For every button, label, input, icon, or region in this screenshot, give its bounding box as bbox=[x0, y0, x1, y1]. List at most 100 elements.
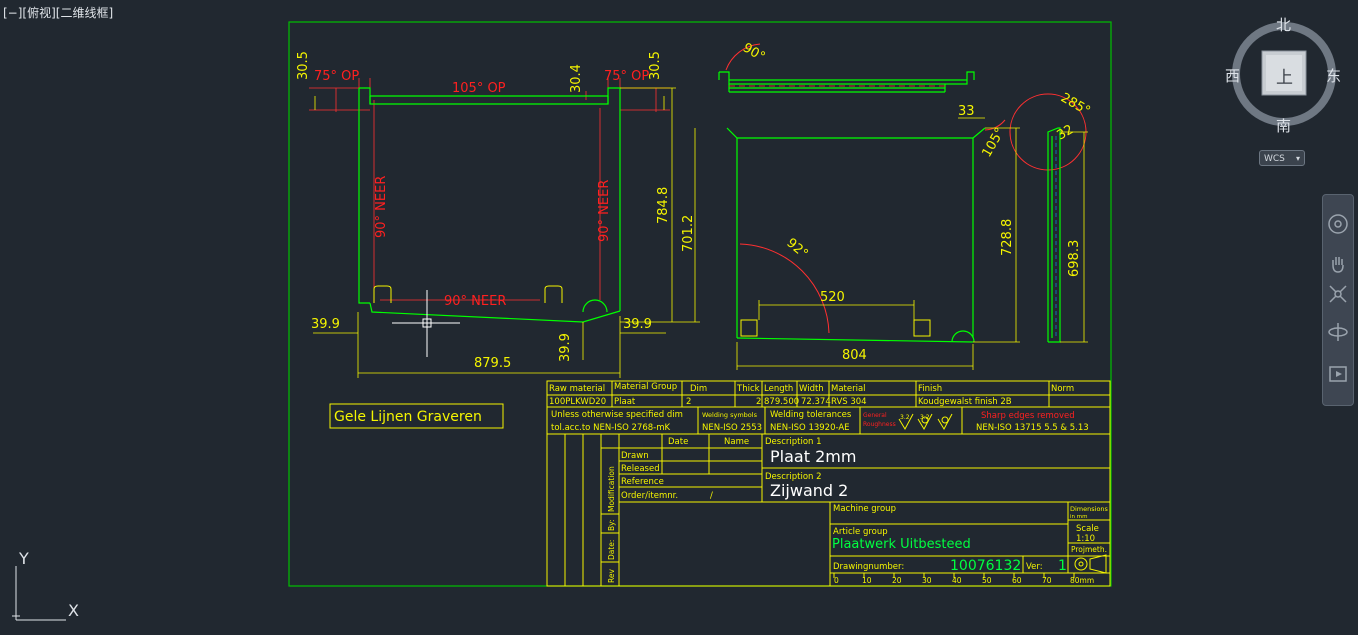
tb-description2-value: Zijwand 2 bbox=[770, 481, 848, 500]
zoom-extents-icon[interactable] bbox=[1327, 283, 1349, 305]
dim-height-inner: 701.2 bbox=[681, 215, 696, 252]
tb-version-label: Ver: bbox=[1026, 562, 1043, 572]
tb-sharp-edges-value: NEN-ISO 13715 5.5 & 5.13 bbox=[976, 423, 1089, 433]
dim-side-flange: 32 bbox=[1055, 122, 1077, 143]
tb-scale-value: 1:10 bbox=[1076, 534, 1095, 544]
tb-description2-label: Description 2 bbox=[765, 472, 822, 482]
tb-scale-label: Scale bbox=[1076, 524, 1099, 534]
tb-roughness-label-1: General bbox=[863, 412, 887, 419]
left-view: 30.5 30.5 30.4 39.9 39.9 39.9 879.5 784.… bbox=[296, 51, 700, 378]
viewcube[interactable]: 北 南 东 西 上 bbox=[1225, 10, 1345, 170]
tb-date-header: Date bbox=[668, 437, 688, 447]
visual-style-2d-wireframe[interactable]: [二维线框] bbox=[55, 6, 114, 20]
viewcube-compass-ring[interactable] bbox=[1225, 10, 1345, 140]
tb-ruler-0: 0 bbox=[834, 576, 839, 585]
pan-icon[interactable] bbox=[1327, 253, 1349, 275]
tb-ruler-10: 10 bbox=[862, 576, 872, 585]
tb-roughness-label-2: Roughness bbox=[863, 421, 896, 428]
chevron-down-icon: ▾ bbox=[1295, 154, 1300, 163]
viewcube-north[interactable]: 北 bbox=[1276, 16, 1292, 34]
wcs-label: WCS bbox=[1264, 154, 1285, 164]
tb-description1-label: Description 1 bbox=[765, 437, 822, 447]
dim-width-overall: 804 bbox=[842, 348, 867, 363]
tb-value-length: 879.500 bbox=[764, 397, 799, 407]
tb-value-width: 72.374 bbox=[801, 397, 831, 407]
tb-header-material-group: Material Group bbox=[614, 382, 677, 392]
tb-value-material-group: Plaat bbox=[614, 397, 636, 407]
dim-right-gap: 39.9 bbox=[623, 317, 652, 332]
tb-welding-tol-label: Welding tolerances bbox=[770, 410, 852, 420]
tb-header-raw-material: Raw material bbox=[549, 384, 605, 394]
tb-roughness-value-2: 3.2 bbox=[920, 414, 930, 421]
tb-header-material: Material bbox=[831, 384, 866, 394]
dim-width-inner: 520 bbox=[820, 290, 845, 305]
ucs-x-label: X bbox=[68, 601, 79, 620]
tb-ruler-20: 20 bbox=[892, 576, 902, 585]
tb-welding-symbols-label: Welding symbols bbox=[702, 411, 758, 419]
tb-row-released: Released bbox=[621, 464, 660, 474]
tb-value-raw-material: 100PLKWD20 bbox=[549, 397, 606, 407]
tb-dimensions-unit: in mm bbox=[1070, 514, 1087, 520]
tb-machine-group-label: Machine group bbox=[833, 504, 896, 514]
tb-vlabel-date: Date: bbox=[607, 540, 616, 560]
sheet-frame bbox=[288, 21, 1112, 587]
engrave-note: Gele Lijnen Graveren bbox=[334, 409, 482, 425]
view-mode-top[interactable]: [俯视] bbox=[22, 6, 56, 20]
steering-wheel-icon[interactable] bbox=[1327, 213, 1349, 235]
dim-angle-top: 33 bbox=[958, 104, 975, 119]
tb-article-group-value: Plaatwerk Uitbesteed bbox=[832, 537, 971, 552]
dim-bottom-gap: 39.9 bbox=[558, 333, 573, 362]
dim-overall-width: 879.5 bbox=[474, 356, 511, 371]
showmotion-icon[interactable] bbox=[1327, 363, 1349, 385]
tb-value-material: RVS 304 bbox=[831, 397, 867, 407]
tb-drawing-number-label: Drawingnumber: bbox=[833, 562, 904, 572]
dim-side-height: 698.3 bbox=[1067, 240, 1082, 277]
tb-dimensions-label: Dimensions bbox=[1070, 505, 1109, 513]
dim-left-gap: 39.9 bbox=[311, 317, 340, 332]
bend-right-side: 90° NEER bbox=[597, 180, 612, 242]
viewport-menu-toggle[interactable]: [−] bbox=[3, 6, 23, 20]
tb-tolerance-value: tol.acc.to NEN-ISO 2768-mK bbox=[551, 423, 671, 433]
title-block bbox=[546, 380, 1111, 587]
tb-header-width: Width bbox=[799, 384, 824, 394]
crosshair-cursor bbox=[392, 290, 460, 357]
tb-ruler-80: 80mm bbox=[1070, 576, 1094, 585]
orbit-icon[interactable] bbox=[1327, 321, 1349, 343]
tb-value-finish: Koudgewalst finish 2B bbox=[918, 397, 1012, 407]
navigation-bar[interactable] bbox=[1322, 194, 1354, 406]
ucs-y-label: Y bbox=[18, 549, 29, 568]
tb-vlabel-by: By: bbox=[607, 519, 616, 531]
tb-roughness-value-1: 3.2 bbox=[900, 414, 910, 421]
tb-drawing-number: 10076132 bbox=[950, 558, 1021, 574]
tb-row-drawn: Drawn bbox=[621, 451, 649, 461]
viewcube-top-face[interactable]: 上 bbox=[1276, 68, 1293, 88]
viewcube-south[interactable]: 南 bbox=[1276, 117, 1292, 135]
tb-value-thick: 2 bbox=[756, 397, 761, 407]
dim-height: 728.8 bbox=[1000, 219, 1015, 256]
tb-header-dim: Dim bbox=[690, 384, 707, 394]
tb-row-order: Order/itemnr. bbox=[621, 491, 678, 501]
viewport-controls[interactable]: [−][俯视][二维线框] bbox=[3, 4, 113, 21]
engrave-note-box bbox=[329, 403, 504, 429]
tb-projection-label: Projmeth. bbox=[1071, 545, 1107, 554]
tb-name-header: Name bbox=[724, 437, 749, 447]
tb-version: 1 bbox=[1058, 558, 1067, 574]
tb-tolerance-label: Unless otherwise specified dim bbox=[551, 410, 683, 420]
top-view: 90° bbox=[718, 40, 975, 93]
bend-left-side: 90° NEER bbox=[374, 176, 389, 238]
viewcube-west[interactable]: 西 bbox=[1225, 67, 1241, 85]
tb-welding-tol-value: NEN-ISO 13920-AE bbox=[770, 423, 850, 433]
tb-order-separator: / bbox=[710, 491, 713, 501]
bend-right-top: 75° OP bbox=[604, 69, 649, 84]
bend-bottom: 90° NEER bbox=[444, 294, 506, 309]
bend-left-top: 75° OP bbox=[314, 69, 359, 84]
ucs-icon bbox=[12, 566, 66, 621]
dim-top-right-flange: 30.5 bbox=[648, 51, 663, 80]
wcs-menu-button[interactable]: WCS ▾ bbox=[1259, 150, 1305, 166]
tb-value-dim: 2 bbox=[686, 397, 691, 407]
bend-top: 105° OP bbox=[452, 81, 506, 96]
tb-article-group-label: Article group bbox=[833, 527, 888, 537]
tb-ruler-30: 30 bbox=[922, 576, 932, 585]
viewcube-east[interactable]: 东 bbox=[1326, 67, 1342, 85]
